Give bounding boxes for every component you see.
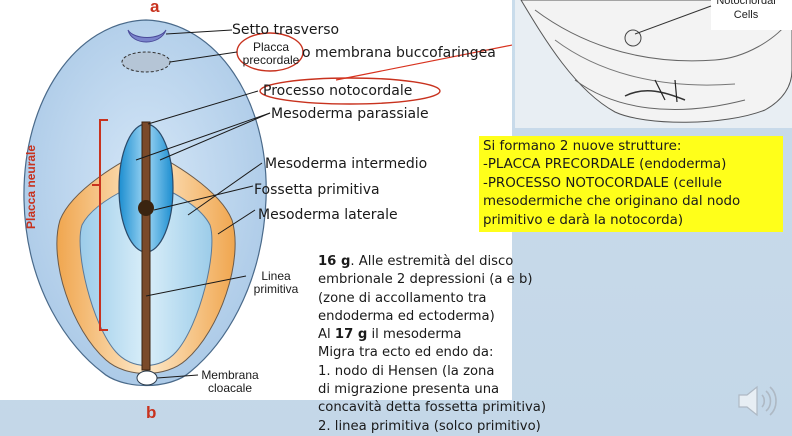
body-line: concavità detta fossetta primitiva) [318,400,547,416]
summary-box: Si formano 2 nuove strutture: -PLACCA PR… [479,136,783,232]
summary-line: -PLACCA PRECORDALE (endoderma) [483,157,727,173]
placca-precordale-shape [121,51,171,73]
body-line: 2. linea primitiva (solco primitivo) [318,418,541,434]
notochord-rod [141,121,151,371]
label-linea-primitiva: Linea primitiva [253,269,299,296]
body-line: Migra tra ecto ed endo da: [318,345,494,361]
speaker-icon[interactable] [735,382,779,420]
embryo-diagram [23,19,512,386]
label-processo-notocordale: Processo notocordale [263,83,413,99]
body-line: di migrazione presenta una [318,382,500,398]
summary-line: primitivo e darà la notocorda) [483,212,684,228]
label-membrana-buccofaringea: o membrana buccofaringea [302,45,496,61]
label-mesoderma-laterale: Mesoderma laterale [258,207,398,223]
placca-neurale-bracket [92,119,108,331]
label-mesoderma-parassiale: Mesoderma parassiale [271,106,429,122]
inset-label: Notochordal Cells [716,0,776,21]
body-line: embrionale 2 depressioni (a e b) [318,272,533,288]
description-text: 16 g. Alle estremità del disco embrional… [318,253,628,436]
body-line: endoderma ed ectoderma) [318,308,495,324]
body-line: (zone di accollamento tra [318,290,487,306]
label-placca-precordale: Placca precordale [242,40,300,67]
diagram-panel: a b Setto trasverso Placca precordale o … [23,0,512,422]
notochordal-cells-inset: Notochordal Cells [515,0,792,128]
setto-trasverso-shape [127,29,167,43]
red-circle-processo [259,77,441,105]
summary-line: -PROCESSO NOTOCORDALE (cellule [483,175,722,191]
body-line: 1. nodo di Hensen (la zona [318,363,495,379]
body-line: Al 17 g il mesoderma [318,327,462,343]
label-fossetta-primitiva: Fossetta primitiva [254,182,380,198]
notochord-canal [624,29,642,47]
label-placca-neurale: Placca neurale [24,144,38,229]
label-mesoderma-intermedio: Mesoderma intermedio [265,156,428,172]
label-setto-trasverso: Setto trasverso [232,22,340,38]
letter-a: a [150,0,160,16]
primitive-node [138,200,154,216]
body-line: 16 g. Alle estremità del disco [318,254,514,269]
summary-line: Si formano 2 nuove strutture: [483,139,682,154]
label-membrana-cloacale: Membrana cloacale [201,368,259,395]
summary-line: mesodermiche che originano dal nodo [483,194,741,210]
letter-b: b [146,403,157,422]
notochord-illustration [515,0,792,128]
cloacal-membrane [136,370,158,386]
